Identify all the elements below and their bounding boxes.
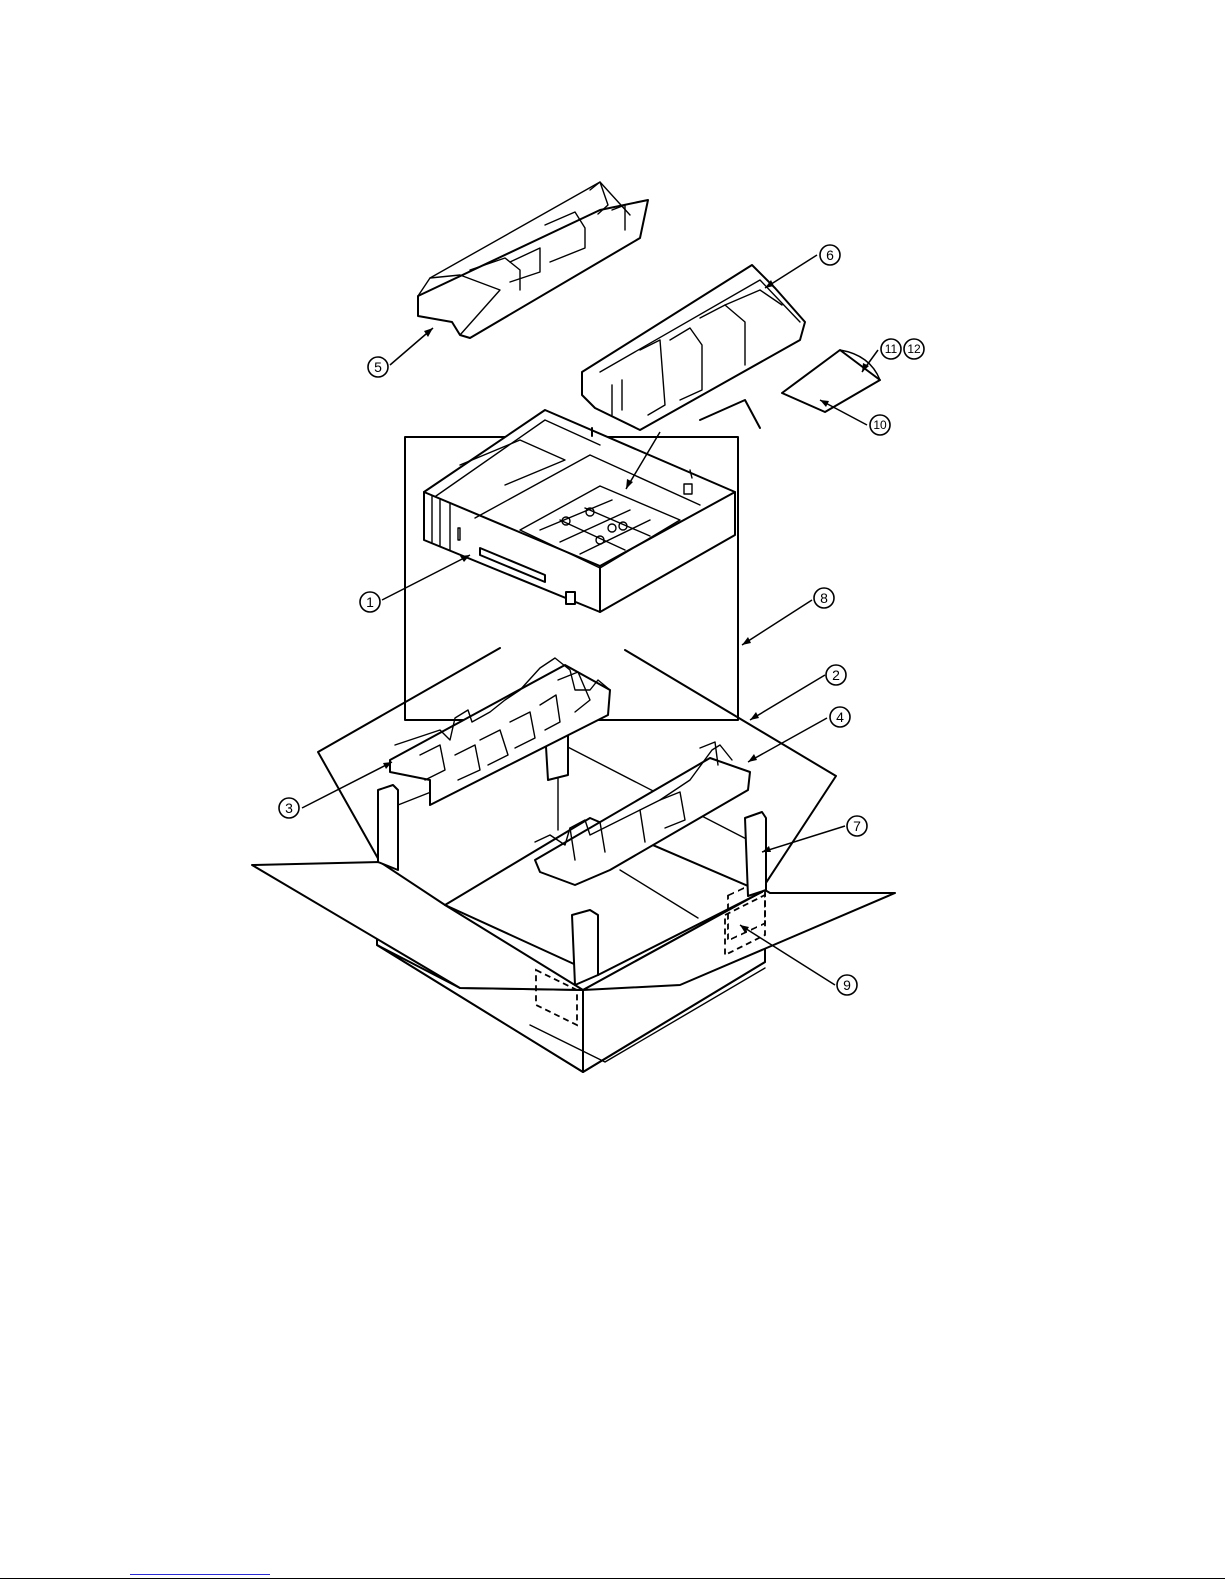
svg-text:11: 11 xyxy=(885,342,898,356)
callout-11: 11 xyxy=(881,339,901,359)
callout-8: 8 xyxy=(814,588,834,608)
top-cushion-left xyxy=(418,182,648,338)
main-unit xyxy=(424,410,735,612)
side-cushion-left xyxy=(390,658,610,805)
callout-10: 10 xyxy=(870,415,890,435)
callout-3: 3 xyxy=(279,798,299,818)
callout-5: 5 xyxy=(368,357,388,377)
callout-7: 7 xyxy=(847,816,867,836)
footer-divider xyxy=(0,1578,1225,1579)
top-cushion-right xyxy=(582,265,805,430)
footer-link-underline[interactable] xyxy=(130,1574,270,1575)
svg-text:6: 6 xyxy=(826,247,834,263)
svg-text:5: 5 xyxy=(374,359,382,375)
callout-1: 1 xyxy=(360,592,380,612)
svg-text:7: 7 xyxy=(853,818,861,834)
svg-text:1: 1 xyxy=(366,594,374,610)
svg-text:10: 10 xyxy=(873,418,887,432)
callout-12: 12 xyxy=(904,339,924,359)
svg-text:8: 8 xyxy=(820,590,828,606)
svg-text:3: 3 xyxy=(285,800,293,816)
svg-text:2: 2 xyxy=(832,667,840,683)
callout-6: 6 xyxy=(820,245,840,265)
svg-text:4: 4 xyxy=(836,709,844,725)
callout-9: 9 xyxy=(837,975,857,995)
callout-2: 2 xyxy=(826,665,846,685)
callout-4: 4 xyxy=(830,707,850,727)
svg-text:12: 12 xyxy=(907,342,921,356)
svg-text:9: 9 xyxy=(843,977,851,993)
